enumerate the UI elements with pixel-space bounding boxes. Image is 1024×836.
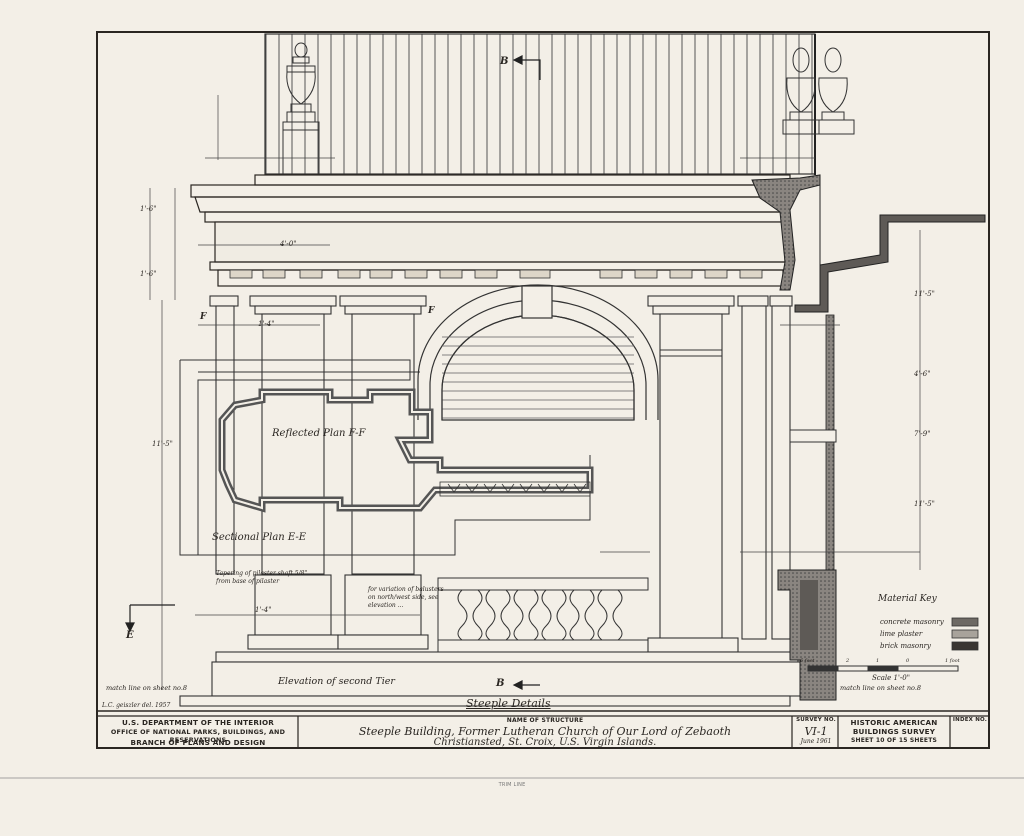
urn-finial-left <box>282 42 320 176</box>
material-key-title: Material Key <box>878 594 937 604</box>
scale-bar <box>807 665 959 672</box>
name-of-structure-header: NAME OF STRUCTURE <box>506 717 584 724</box>
cornice <box>190 174 791 287</box>
dim-right-4: 11'-5" <box>914 500 935 508</box>
scale-tick: 0 <box>906 658 910 664</box>
habs-line-2: BUILDINGS SURVEY <box>852 727 936 736</box>
structure-name-line-1: Steeple Building, Former Lutheran Church… <box>358 725 732 738</box>
match-line-right: match line on sheet no.8 <box>840 684 922 692</box>
material-key-item: concrete masonry <box>880 618 944 626</box>
section-mark-f-left: F <box>200 312 207 322</box>
baluster-note: for variation of balusters on north/west… <box>368 586 444 609</box>
sectional-plan-box <box>179 359 591 556</box>
trim-line-label: TRIM LINE <box>498 782 526 788</box>
plinth <box>179 574 803 707</box>
structure-name-line-2: Christiansted, St. Croix, U.S. Virgin Is… <box>433 737 657 748</box>
border-frame <box>96 31 990 749</box>
material-key-item: lime plaster <box>880 630 923 638</box>
title-block-lines <box>97 715 989 748</box>
scale-tick: 1 <box>876 658 880 664</box>
pilaster-note: Tapering of pilaster shaft 5/8" from bas… <box>216 570 308 585</box>
index-header: INDEX NO. <box>952 717 988 723</box>
dim-right-1: 11'-5" <box>914 290 935 298</box>
agency-line-2: OFFICE OF NATIONAL PARKS, BUILDINGS, AND… <box>110 728 286 744</box>
dimension-lines <box>149 95 921 690</box>
dim-right-3: 7'-9" <box>914 430 931 438</box>
sectional-plan-label: Sectional Plan E-E <box>212 532 307 543</box>
wall-section-hatch <box>794 175 986 313</box>
section-mark-e: E <box>126 630 134 641</box>
agency-line-3: BRANCH OF PLANS AND DESIGN <box>130 738 266 747</box>
urn-finial-right <box>782 47 855 135</box>
scale-tick: 1 foot <box>945 658 960 664</box>
material-key-swatches <box>951 617 979 651</box>
dim-left-3: 1'-4" <box>255 606 272 614</box>
dim-right-2: 4'-6" <box>914 370 931 378</box>
survey-header: SURVEY NO. <box>796 717 836 723</box>
dim-left-6: 11'-5" <box>152 440 173 448</box>
dim-left-2: 1'-6" <box>140 270 157 278</box>
section-mark-b-top: B <box>500 56 509 67</box>
agency-line-1: U.S. DEPARTMENT OF THE INTERIOR <box>121 718 275 727</box>
dim-left-5: 4'-0" <box>280 240 297 248</box>
survey-date: June 1961 <box>800 738 832 745</box>
section-mark-f-right: F <box>428 306 435 316</box>
sheet-number: SHEET 10 OF 15 SHEETS <box>850 737 938 744</box>
elevation-label: Elevation of second Tier <box>278 676 395 687</box>
plan-balusters <box>439 481 591 497</box>
steeple-details-title: Steeple Details <box>466 697 551 710</box>
section-mark-b-bottom: B <box>496 678 505 689</box>
dim-left-4: 1'-4" <box>258 320 275 328</box>
material-key-item: brick masonry <box>880 642 931 650</box>
reflected-plan-label: Reflected Plan F-F <box>272 428 366 439</box>
scale-label: Scale 1'-0" <box>872 674 910 682</box>
drawn-by: L.C. geiszler del. 1957 <box>102 702 171 709</box>
dentils <box>229 269 763 279</box>
arch <box>417 284 659 421</box>
dim-left-1: 1'-6" <box>140 205 157 213</box>
survey-number: VI-1 <box>804 725 828 738</box>
match-line-left: match line on sheet no.8 <box>106 684 188 692</box>
scale-tick: 2 <box>846 658 850 664</box>
habs-line-1: HISTORIC AMERICAN <box>850 718 938 727</box>
balustrade <box>437 577 649 653</box>
board-siding <box>264 33 816 175</box>
scale-tick: 6 feet <box>800 658 815 664</box>
section-arrows <box>125 55 541 690</box>
